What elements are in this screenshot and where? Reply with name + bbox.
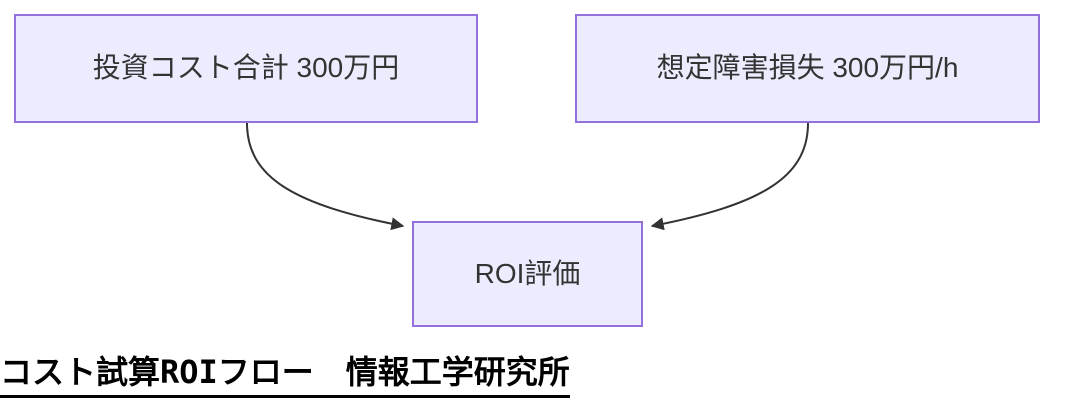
node-investment-cost: 投資コスト合計 300万円 bbox=[14, 14, 478, 123]
diagram-caption-text: コスト試算ROIフロー 情報工学研究所 bbox=[0, 352, 570, 398]
node-roi-evaluation: ROI評価 bbox=[412, 221, 643, 327]
node-expected-loss-label: 想定障害損失 300万円/h bbox=[656, 52, 959, 84]
edge-investment-to-roi bbox=[246, 122, 405, 231]
node-investment-cost-label: 投資コスト合計 300万円 bbox=[92, 52, 400, 84]
edge-loss-to-roi bbox=[650, 122, 809, 231]
node-expected-loss: 想定障害損失 300万円/h bbox=[575, 14, 1040, 123]
diagram-caption: コスト試算ROIフロー 情報工学研究所 bbox=[0, 352, 570, 398]
node-roi-evaluation-label: ROI評価 bbox=[474, 257, 581, 289]
